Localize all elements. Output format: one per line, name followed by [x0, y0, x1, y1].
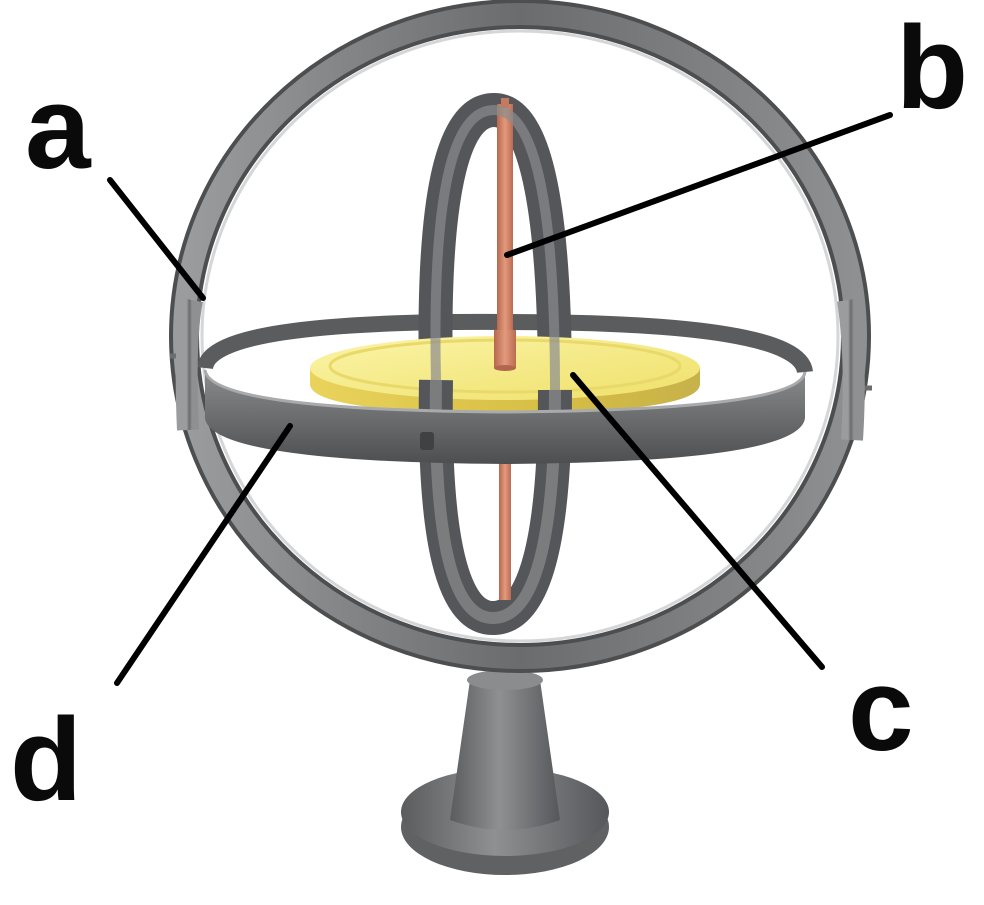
label-b: b — [896, 2, 968, 134]
stand-column-cap — [467, 670, 543, 690]
label-c: c — [848, 644, 914, 776]
stand-column — [450, 680, 560, 830]
label-a: a — [25, 62, 92, 194]
stand — [401, 670, 609, 875]
label-d: d — [10, 694, 82, 826]
rotor-disc — [310, 330, 700, 414]
